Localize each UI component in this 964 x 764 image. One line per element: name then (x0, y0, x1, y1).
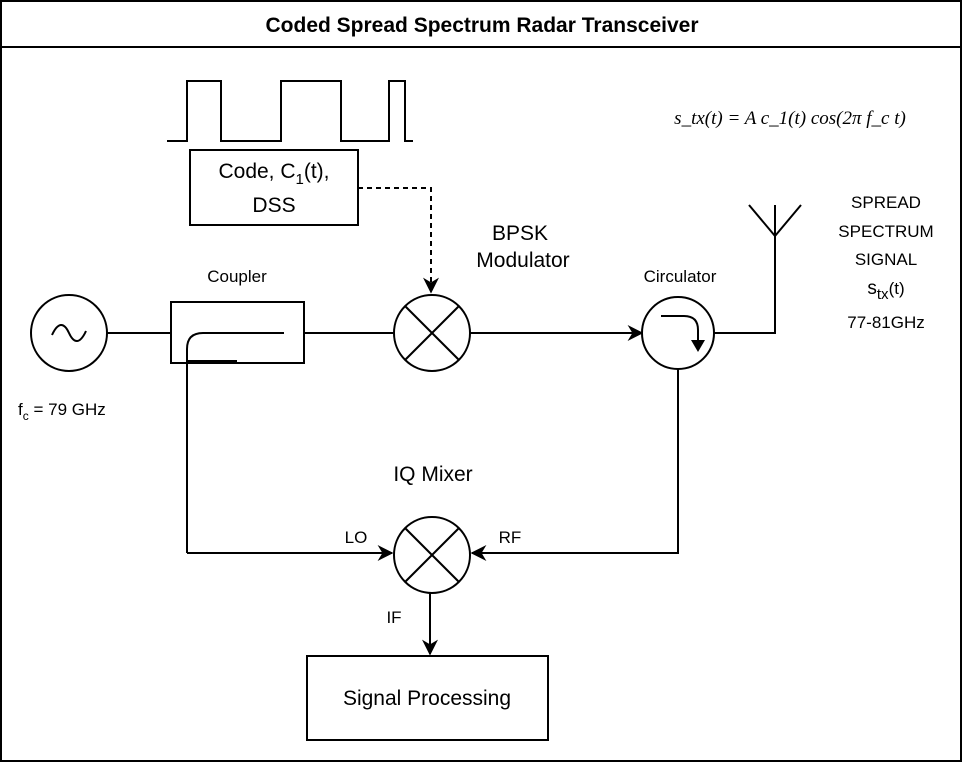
diagram-title: Coded Spread Spectrum Radar Transceiver (266, 14, 699, 37)
code-block (189, 149, 359, 226)
circulator-arrow-head (691, 340, 705, 352)
signal-processing-block (306, 655, 549, 741)
code-subscript: 1 (296, 171, 304, 188)
iq-mixer-label: IQ Mixer (393, 463, 472, 486)
bpsk-label-line1: BPSK (492, 222, 548, 245)
if-label: IF (386, 608, 401, 627)
transmit-formula: s_tx(t) = A c_1(t) cos(2π f_c t) (674, 108, 906, 129)
antenna-text-line2: SPECTRUM (838, 222, 933, 241)
circulator-to-antenna-line (714, 234, 776, 334)
code-block-line1: Code, C1(t), (218, 160, 329, 188)
coupler-line (186, 332, 284, 553)
circulator-arrow-icon (661, 315, 699, 346)
sine-wave-icon (51, 324, 87, 342)
mixer-x-icon (404, 305, 460, 361)
circulator (641, 296, 715, 370)
code-block-line2: DSS (252, 194, 295, 217)
square-wave-icon (167, 80, 413, 142)
rf-return-line (470, 369, 679, 561)
mixer-x-icon (404, 527, 460, 583)
antenna-text-line4: stx(t) (867, 278, 904, 303)
coupler-label: Coupler (207, 267, 267, 286)
antenna-icon (748, 204, 802, 237)
bpsk-label-line2: Modulator (476, 249, 569, 272)
lo-label: LO (345, 528, 368, 547)
signal-processing-label: Signal Processing (343, 687, 511, 710)
rf-label: RF (499, 528, 522, 547)
antenna-text-line1: SPREAD (851, 193, 921, 212)
antenna-text-line3: SIGNAL (855, 250, 917, 269)
circulator-label: Circulator (644, 267, 717, 286)
code-to-modulator-line (358, 187, 439, 294)
antenna-text-line5: 77-81GHz (847, 313, 924, 332)
oscillator-frequency-label: fc = 79 GHz (18, 400, 106, 423)
